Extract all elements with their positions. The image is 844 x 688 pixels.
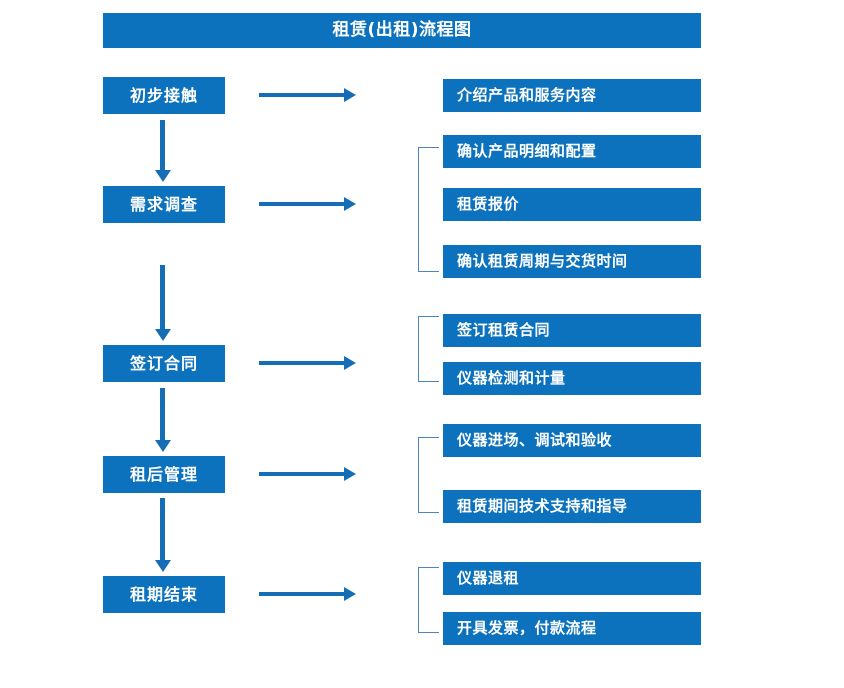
arrow-head bbox=[344, 356, 356, 370]
vertical-arrow-3-to-4 bbox=[155, 388, 171, 452]
detail-box-6[interactable]: 仪器检测和计量 bbox=[443, 362, 701, 395]
horizontal-arrow-2 bbox=[259, 197, 356, 211]
arrow-shaft bbox=[160, 265, 165, 330]
arrow-shaft bbox=[259, 592, 345, 596]
arrow-shaft bbox=[259, 93, 345, 97]
arrow-head bbox=[344, 587, 356, 601]
arrow-shaft bbox=[160, 120, 165, 171]
detail-box-10[interactable]: 开具发票，付款流程 bbox=[443, 612, 701, 645]
arrow-head bbox=[155, 560, 171, 572]
group-bracket-2 bbox=[418, 147, 439, 272]
horizontal-arrow-5 bbox=[259, 587, 356, 601]
arrow-head bbox=[344, 467, 356, 481]
vertical-arrow-4-to-5 bbox=[155, 498, 171, 572]
vertical-arrow-2-to-3 bbox=[155, 265, 171, 341]
horizontal-arrow-3 bbox=[259, 356, 356, 370]
arrow-shaft bbox=[160, 388, 165, 441]
group-bracket-3 bbox=[418, 316, 439, 382]
detail-box-5[interactable]: 签订租赁合同 bbox=[443, 314, 701, 347]
detail-box-1[interactable]: 介绍产品和服务内容 bbox=[443, 79, 701, 112]
stage-box-5[interactable]: 租期结束 bbox=[103, 576, 225, 613]
detail-box-3[interactable]: 租赁报价 bbox=[443, 188, 701, 221]
stage-box-4[interactable]: 租后管理 bbox=[103, 456, 225, 493]
detail-box-8[interactable]: 租赁期间技术支持和指导 bbox=[443, 490, 701, 523]
horizontal-arrow-1 bbox=[259, 88, 356, 102]
arrow-shaft bbox=[259, 202, 345, 206]
arrow-head bbox=[344, 88, 356, 102]
group-bracket-5 bbox=[418, 567, 439, 633]
detail-box-4[interactable]: 确认租赁周期与交货时间 bbox=[443, 245, 701, 278]
arrow-head bbox=[155, 440, 171, 452]
stage-box-3[interactable]: 签订合同 bbox=[103, 345, 225, 382]
stage-box-1[interactable]: 初步接触 bbox=[103, 77, 225, 114]
vertical-arrow-1-to-2 bbox=[155, 120, 171, 182]
arrow-shaft bbox=[160, 498, 165, 561]
arrow-head bbox=[155, 170, 171, 182]
detail-box-7[interactable]: 仪器进场、调试和验收 bbox=[443, 424, 701, 457]
group-bracket-4 bbox=[418, 437, 439, 513]
arrow-shaft bbox=[259, 361, 345, 365]
arrow-shaft bbox=[259, 472, 345, 476]
arrow-head bbox=[155, 329, 171, 341]
arrow-head bbox=[344, 197, 356, 211]
horizontal-arrow-4 bbox=[259, 467, 356, 481]
detail-box-2[interactable]: 确认产品明细和配置 bbox=[443, 135, 701, 168]
detail-box-9[interactable]: 仪器退租 bbox=[443, 562, 701, 595]
page-title: 租赁(出租)流程图 bbox=[103, 13, 701, 48]
stage-box-2[interactable]: 需求调查 bbox=[103, 186, 225, 223]
